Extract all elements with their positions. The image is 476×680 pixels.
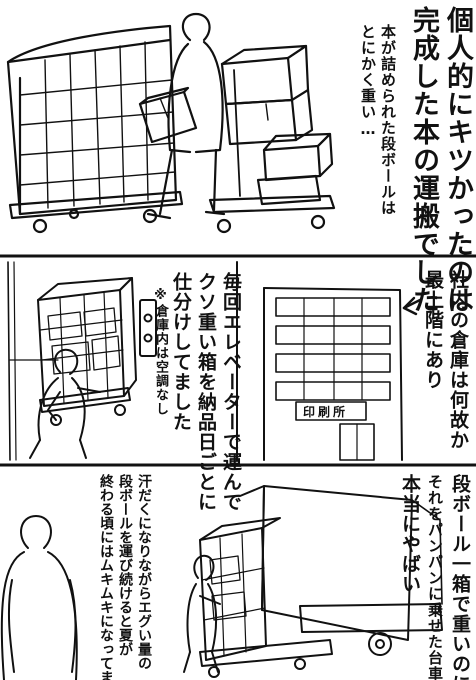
panel2-building-caption-line-2: 最上階にあり xyxy=(422,270,444,390)
panel3-right-text: 段ボール一箱で重いのに それをパンパンに乗せた台車は 本当にやばい xyxy=(397,474,472,680)
panel3-left-line-3: 終わる頃にはムキムキになってました xyxy=(98,474,114,680)
panel3-right-line-2: それをパンパンに乗せた台車は xyxy=(426,474,444,680)
panel2-building-caption-line-1: 社内の倉庫は何故か xyxy=(447,270,469,450)
panel1-subcaption-line-2: とにかく重い… xyxy=(359,24,377,139)
panel-borders xyxy=(0,254,476,467)
panel2-note: ※倉庫内は空調なし xyxy=(153,288,168,416)
panel1-caption: 個人的にキツかったのは 完成した本の運搬でした xyxy=(406,6,474,314)
panel1-caption-line-1: 個人的にキツかったのは xyxy=(442,6,473,314)
panel2-building-caption: 社内の倉庫は何故か 最上階にあり xyxy=(420,270,470,450)
panel3-right-line-3: 本当にやばい xyxy=(399,474,421,594)
panel2-building-art xyxy=(263,287,422,461)
print-shop-sign: 印刷所 xyxy=(303,405,349,419)
panel2-elevator-line-3: 仕分けしてました xyxy=(170,272,192,432)
panel1-subcaption: 本が詰められた段ボールは とにかく重い… xyxy=(358,24,398,216)
panel3-left-text: 汗だくになりながらエグい量の 段ボールを運び続けると夏が 終わる頃にはムキムキに… xyxy=(96,474,153,680)
panel2-left-art xyxy=(7,261,157,461)
panel3-right-line-1: 段ボール一箱で重いのに xyxy=(449,474,471,680)
panel2-elevator-text: 毎回エレベーターで運んで クソ重い箱を納品日ごとに 仕分けしてました xyxy=(168,272,243,512)
panel1-art xyxy=(6,12,336,234)
panel3-left-line-1: 汗だくになりながらエグい量の xyxy=(136,474,152,670)
panel2-elevator-line-1: 毎回エレベーターで運んで xyxy=(220,272,242,512)
panel1-subcaption-line-1: 本が詰められた段ボールは xyxy=(379,24,397,216)
panel3-art xyxy=(0,485,443,680)
panel3-left-line-2: 段ボールを運び続けると夏が xyxy=(117,474,133,656)
panel1-caption-line-2: 完成した本の運搬でした xyxy=(408,6,439,314)
panel2-elevator-line-2: クソ重い箱を納品日ごとに xyxy=(195,272,217,512)
